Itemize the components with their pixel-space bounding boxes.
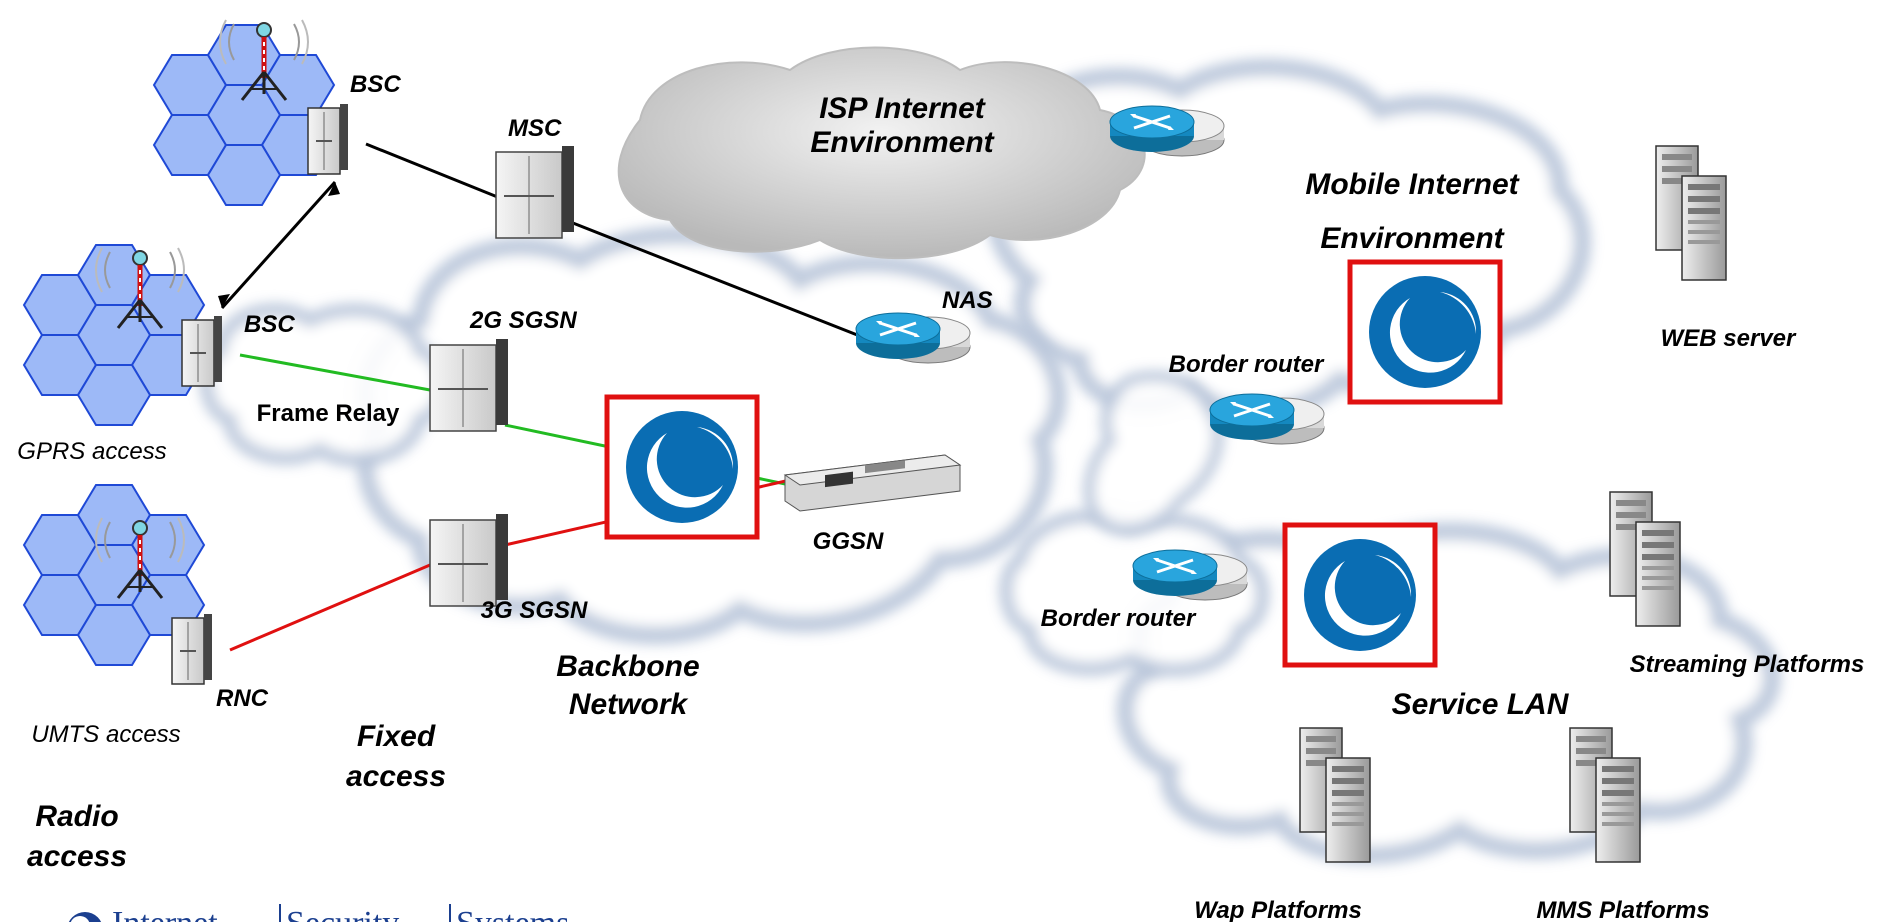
server-icon — [1655, 145, 1727, 281]
bsc-cabinet-icon — [307, 103, 349, 175]
frame-relay-cloud — [199, 303, 450, 467]
link-bsc-2gsgsn — [239, 353, 431, 392]
gsm-cell-cluster-mid — [23, 244, 205, 426]
label-gprs-access: GPRS access — [17, 438, 166, 465]
label-sgsn-3g: 3G SGSN — [481, 597, 588, 624]
label-sgsn-2g: 2G SGSN — [469, 307, 577, 334]
label-mobile-line1: Mobile Internet — [1305, 168, 1520, 201]
label-rnc: RNC — [216, 685, 269, 712]
label-isp-line1: ISP Internet — [819, 92, 987, 125]
router-icon — [1131, 548, 1249, 602]
label-fixed-line1: Fixed — [357, 720, 436, 753]
label-msc: MSC — [508, 115, 562, 142]
label-isp-line2: Environment — [810, 126, 995, 159]
label-border-router-2: Border router — [1041, 605, 1197, 632]
link-bsc-bsc — [220, 180, 337, 310]
label-mms: MMS Platforms — [1536, 897, 1709, 922]
border-link-cloud — [1083, 370, 1225, 537]
logo-word-systems: Systems — [456, 905, 569, 922]
router-icon — [854, 311, 972, 365]
label-ggsn: GGSN — [813, 528, 884, 555]
proventia-logo-icon — [607, 397, 757, 537]
bsc-cabinet-icon — [181, 315, 223, 387]
label-umts-access: UMTS access — [31, 721, 180, 748]
label-wap: Wap Platforms — [1194, 897, 1362, 922]
label-nas: NAS — [942, 287, 993, 314]
sgsn-3g-icon — [429, 513, 509, 607]
link-bsc-msc — [365, 142, 501, 200]
label-streaming: Streaming Platforms — [1630, 651, 1865, 678]
label-radio-line2: access — [27, 840, 127, 873]
router-icon — [1208, 392, 1326, 446]
rnc-cabinet-icon — [171, 613, 213, 685]
msc-switch-icon — [495, 145, 575, 239]
label-bsc-top: BSC — [350, 71, 401, 98]
logo-word-security: Security — [286, 905, 399, 922]
iss-logo: Internet Security Systems — [68, 904, 569, 922]
arrow-up — [328, 182, 340, 196]
link-msc-nas — [544, 210, 871, 342]
label-mobile-line2: Environment — [1320, 222, 1505, 255]
arrow-down — [218, 294, 230, 308]
label-backbone-line2: Network — [569, 688, 689, 721]
sgsn-2g-icon — [429, 338, 509, 432]
proventia-logo-icon — [1285, 525, 1435, 665]
label-fixed-line2: access — [346, 760, 446, 793]
label-radio-line1: Radio — [35, 800, 118, 833]
router-icon — [1108, 104, 1226, 158]
label-backbone-line1: Backbone — [556, 650, 699, 683]
label-border-router-1: Border router — [1169, 351, 1325, 378]
label-service-lan: Service LAN — [1392, 688, 1570, 721]
proventia-logo-icon — [1350, 262, 1500, 402]
label-frame-relay: Frame Relay — [257, 400, 400, 427]
isp-internet-cloud — [617, 46, 1146, 260]
label-web-server: WEB server — [1661, 325, 1797, 352]
ggsn-chassis-icon — [783, 454, 962, 512]
label-bsc-mid: BSC — [244, 311, 295, 338]
logo-word-internet: Internet — [112, 905, 218, 922]
link-rnc-3gsgsn — [229, 563, 431, 652]
